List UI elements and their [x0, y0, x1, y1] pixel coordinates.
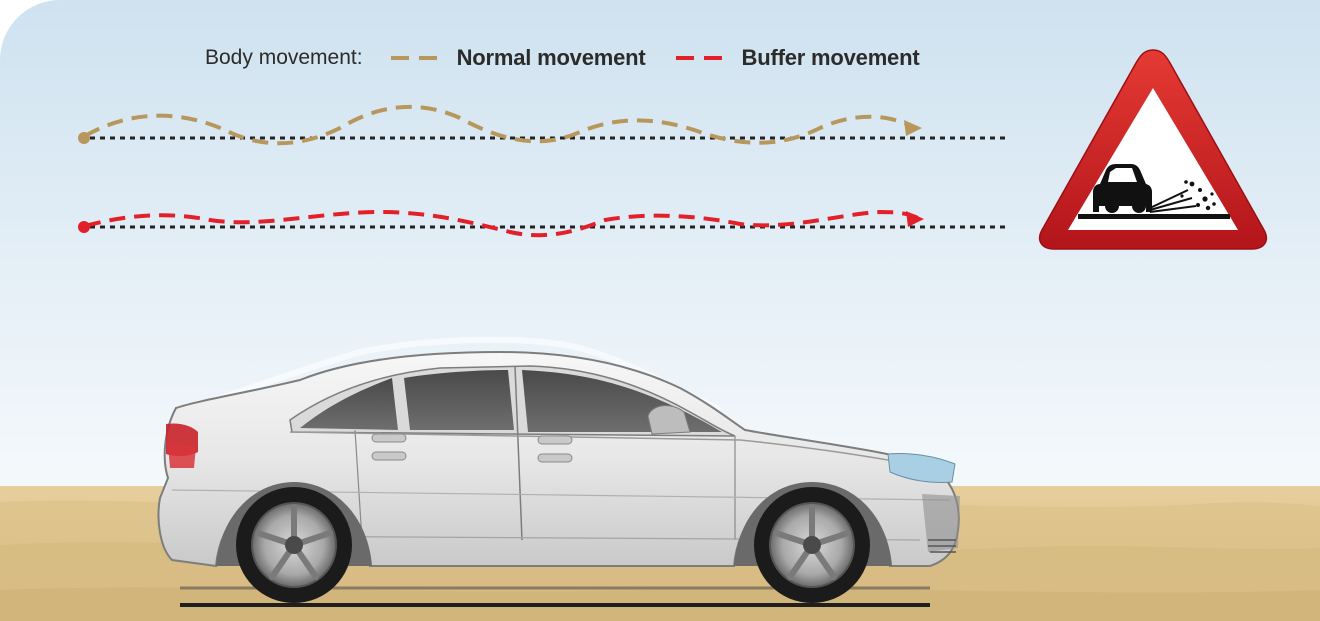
- legend-item-normal: Normal movement: [390, 45, 646, 71]
- buffer-wave: [84, 209, 919, 238]
- buffer-arrowhead: [906, 211, 924, 227]
- legend: Body movement: Normal movement Buffer mo…: [205, 40, 949, 76]
- sedan-car-icon: [157, 336, 960, 603]
- buffer-dash-swatch: [675, 56, 728, 60]
- normal-dash-swatch: [390, 56, 443, 60]
- normal-movement-track: [78, 104, 1005, 146]
- loose-gravel-warning-sign-icon: [1038, 49, 1268, 250]
- legend-label-normal: Normal movement: [456, 45, 646, 70]
- legend-item-buffer: Buffer movement: [675, 45, 920, 71]
- legend-label-buffer: Buffer movement: [741, 45, 920, 70]
- normal-wave: [84, 104, 916, 146]
- front-wheel: [754, 487, 870, 603]
- normal-arrowhead: [904, 120, 922, 136]
- rear-wheel: [236, 487, 352, 603]
- buffer-movement-track: [78, 209, 1005, 238]
- legend-title: Body movement:: [205, 46, 363, 69]
